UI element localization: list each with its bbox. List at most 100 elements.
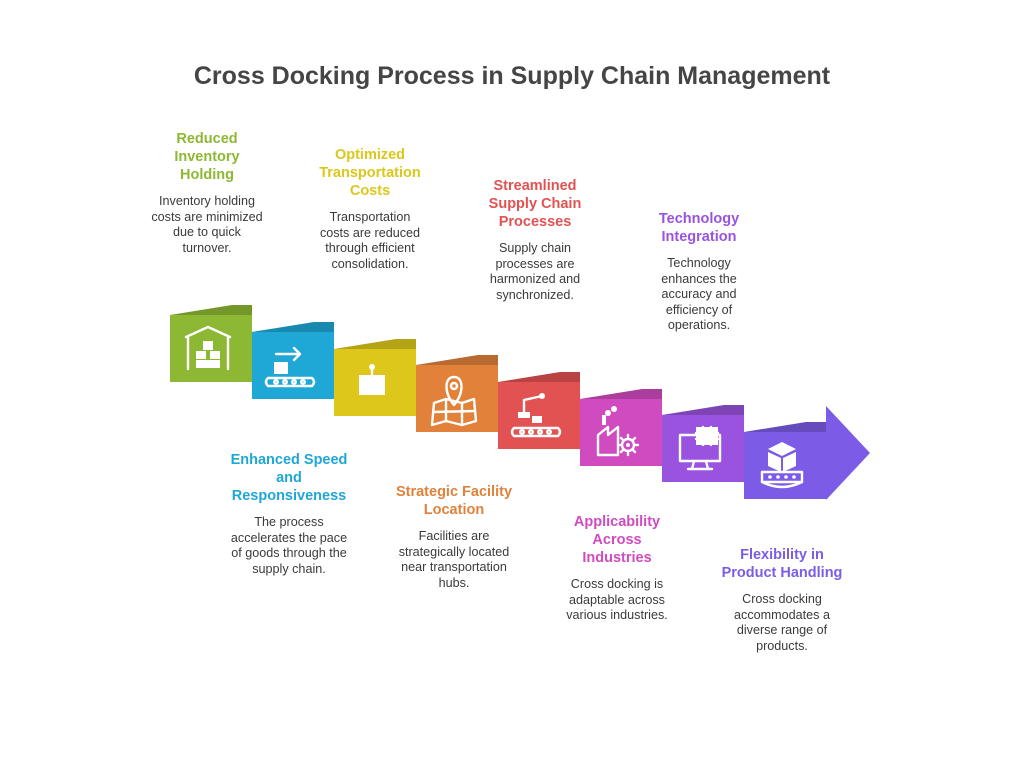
arrow-head [744, 406, 870, 500]
step-panel-4 [416, 355, 498, 432]
step-description-line: Inventory holding [159, 194, 255, 208]
step-heading-line: Supply Chain [488, 196, 582, 212]
step-heading-line: Responsiveness [231, 488, 347, 504]
step-heading-line: Optimized [334, 147, 406, 163]
step-description-line: through efficient [325, 241, 415, 256]
step-panel-8 [744, 406, 870, 500]
map-pin-icon [430, 375, 478, 427]
step-description-line: Cross docking is [570, 577, 664, 591]
panel-fold [498, 372, 580, 382]
panel-face [580, 399, 662, 466]
panel-fold [662, 405, 744, 415]
step-description-line: Facilities are [418, 529, 490, 543]
step-heading-line: Costs [349, 183, 391, 199]
step-description-line: efficiency of [665, 302, 733, 317]
step-heading-line: Reduced [176, 131, 238, 147]
panel-face [662, 415, 744, 482]
step-panel-5 [498, 372, 580, 449]
step-heading-line: and [276, 470, 302, 486]
panel-fold [416, 355, 498, 365]
factory-gear-icon [596, 406, 640, 457]
step-description-line: Supply chain [498, 241, 572, 255]
panel-fold [744, 422, 826, 432]
step-heading-line: Inventory [174, 149, 240, 165]
step-description-line: adaptable across [569, 592, 665, 607]
step-description-line: enhances the [661, 271, 737, 286]
step-description-line: products. [756, 638, 808, 653]
step-description-line: processes are [495, 256, 575, 271]
step-description-line: costs are reduced [319, 225, 421, 240]
step-description-line: operations. [667, 318, 731, 333]
step-heading: Flexibility in Product Handling [712, 546, 852, 582]
step-heading-line: Flexibility in [740, 547, 824, 563]
panel-face [416, 365, 498, 432]
panel-fold [580, 389, 662, 399]
delivery-robot-icon [359, 364, 385, 395]
step-description-line: various industries. [566, 608, 668, 623]
step-heading-line: Product Handling [721, 565, 843, 581]
step-description-line: accommodates a [734, 607, 830, 622]
step-description-line: synchronized. [496, 287, 574, 302]
step-heading-line: Processes [498, 214, 572, 230]
step-heading-line: Across [592, 532, 642, 548]
step-description-line: accelerates the pace [230, 530, 348, 545]
panel-face [498, 382, 580, 449]
step-heading-line: Transportation [319, 165, 421, 181]
step-description-line: turnover. [182, 240, 232, 255]
step-description-line: accuracy and [661, 287, 737, 302]
step-heading-line: Applicability [573, 514, 661, 530]
step-heading-line: Technology [658, 211, 740, 227]
step-heading-line: Integration [661, 229, 737, 245]
step-heading-line: Enhanced Speed [230, 452, 348, 468]
box-platform-icon [760, 442, 804, 489]
step-heading-line: Strategic Facility [395, 484, 513, 500]
step-description-line: consolidation. [331, 256, 409, 271]
page-title: Cross Docking Process in Supply Chain Ma… [193, 62, 831, 90]
step-heading-line: Streamlined [493, 178, 577, 194]
conveyor-icon [264, 346, 316, 388]
panel-fold [334, 339, 416, 349]
monitor-grid-icon [678, 425, 722, 471]
step-description-line: due to quick [173, 225, 241, 240]
step-description-line: Transportation [329, 210, 411, 224]
robotic-arm-icon [510, 393, 562, 438]
step-description-line: supply chain. [252, 561, 326, 576]
step-heading-line: Industries [582, 550, 652, 566]
step-description-line: of goods through the [231, 546, 347, 561]
step-panel-6 [580, 389, 662, 466]
step-description-line: costs are minimized [151, 209, 263, 224]
step-heading-line: Holding [180, 167, 234, 183]
warehouse-icon [184, 325, 232, 371]
step-description-line: harmonized and [489, 272, 581, 287]
step-description-line: strategically located [398, 544, 510, 559]
step-description-line: hubs. [438, 575, 470, 590]
panel-fold [170, 305, 252, 315]
step-description-line: Cross docking [742, 592, 822, 606]
step-description-line: diverse range of [736, 623, 828, 638]
step-panel-7 [662, 405, 744, 482]
step-panel-2 [252, 322, 334, 399]
